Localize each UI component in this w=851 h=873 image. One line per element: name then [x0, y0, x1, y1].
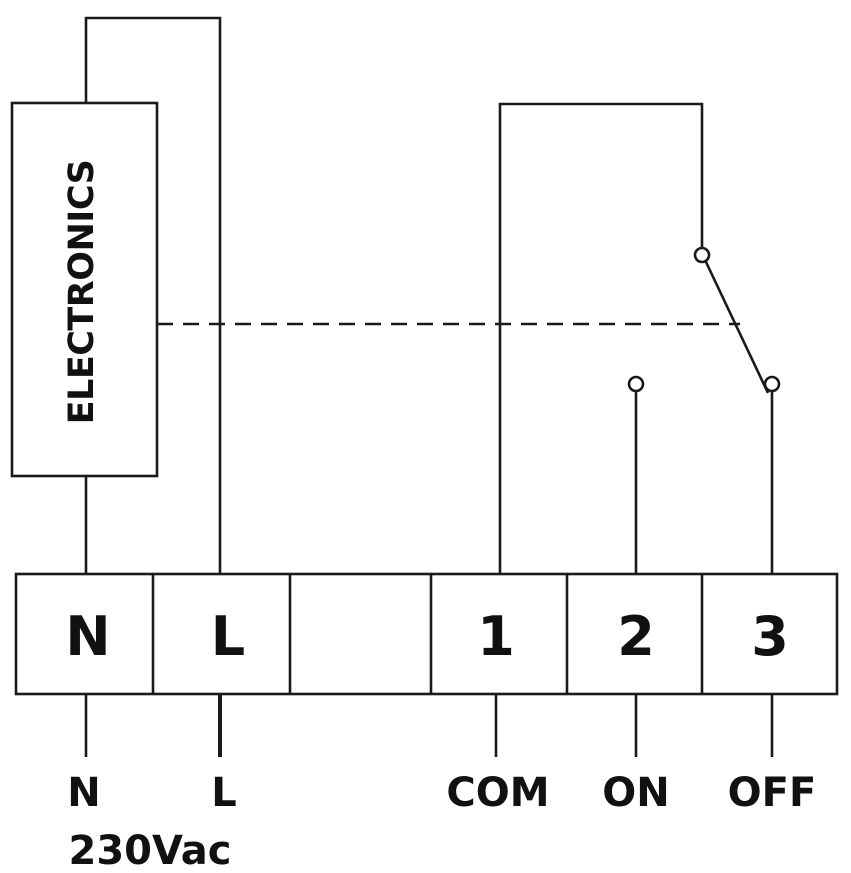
on-contact: [627, 375, 645, 393]
bottom-label-com: COM: [446, 770, 549, 816]
terminal-1-label: 1: [477, 605, 515, 668]
terminal-l-label: L: [211, 605, 245, 668]
com-wire: [498, 102, 704, 574]
terminal-block: [14, 572, 839, 696]
bottom-label-off: OFF: [728, 770, 817, 816]
electronics-to-l-wire: [84, 16, 222, 574]
supply-voltage-label: 230Vac: [69, 828, 232, 873]
electronics-label: ELECTRONICS: [62, 160, 102, 425]
terminal-2-label: 2: [617, 605, 655, 668]
electronics-box: [10, 101, 159, 478]
switch-blade: [704, 261, 770, 394]
bottom-label-l: L: [211, 770, 237, 816]
off-contact: [763, 375, 781, 393]
bottom-label-n: N: [67, 770, 100, 816]
terminal-n-label: N: [65, 605, 110, 668]
terminal-3-label: 3: [751, 605, 789, 668]
switch-pivot-contact: [693, 246, 711, 264]
bottom-label-on: ON: [602, 770, 669, 816]
